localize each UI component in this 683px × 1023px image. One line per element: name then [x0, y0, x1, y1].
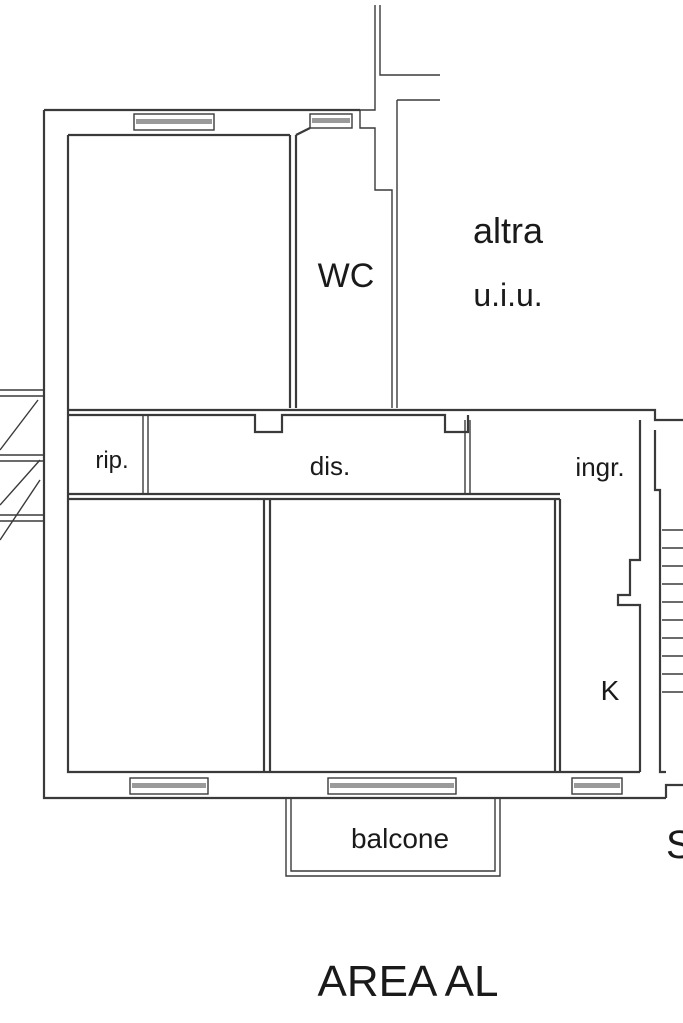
area-label: AREA AL [317, 957, 498, 1006]
left-exterior [0, 389, 44, 541]
neighbor-boundary [359, 5, 440, 408]
room-label-ingr: ingr. [575, 452, 624, 482]
balcony [285, 798, 501, 877]
stairs [662, 529, 683, 693]
neighbor-label-2: u.i.u. [473, 277, 542, 313]
outer-walls [42, 108, 683, 800]
corridor-walls [68, 408, 683, 501]
kitchen-walls [616, 420, 666, 774]
room-label-dis: dis. [310, 451, 350, 481]
lower-rooms [262, 499, 562, 772]
neighbor-label-1: altra [473, 210, 544, 251]
room-label-rip: rip. [95, 447, 128, 474]
room-label-wc: WC [318, 257, 375, 295]
upper-rooms [288, 127, 311, 408]
room-label-k: K [601, 675, 620, 706]
room-label-balcone: balcone [351, 823, 449, 854]
top-windows [133, 113, 353, 131]
bottom-windows [129, 777, 623, 795]
edge-letter: S [666, 823, 683, 867]
